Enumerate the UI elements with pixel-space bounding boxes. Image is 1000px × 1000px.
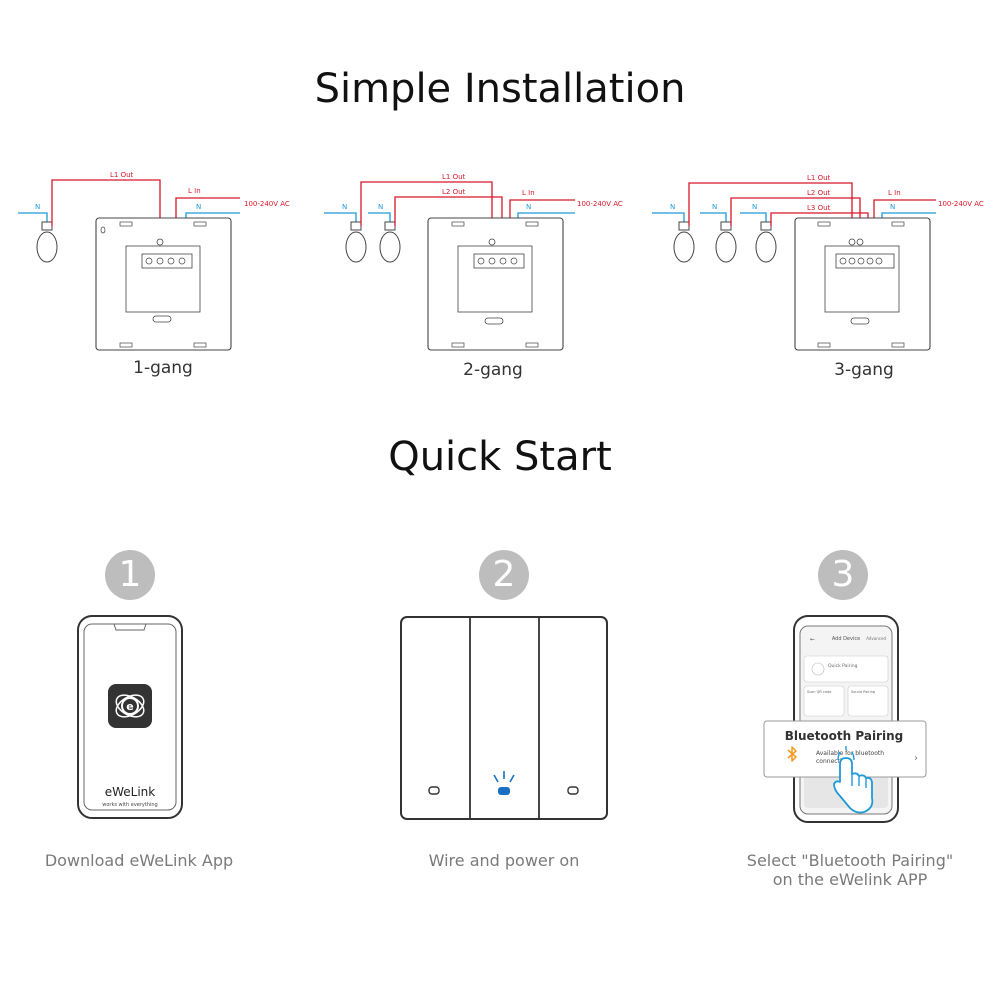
- gang-label-3: 3-gang: [834, 360, 894, 380]
- wall-switch-3-gang-front: [400, 616, 608, 820]
- step-2-caption: Wire and power on: [428, 851, 580, 870]
- l1-out-label: L1 Out: [110, 171, 134, 179]
- quick-start-title: Quick Start: [388, 434, 612, 480]
- sound-pairing-label: Sound Pairing: [851, 690, 875, 694]
- ac-label: 100-240V AC: [577, 200, 623, 208]
- gang-label-1: 1-gang: [133, 358, 193, 378]
- switch-back-3-gang: [794, 217, 931, 351]
- neutral-in-label: N: [890, 203, 895, 211]
- bluetooth-pairing-title: Bluetooth Pairing: [785, 729, 903, 743]
- bulb-icon: [715, 221, 737, 263]
- neutral-label-3a: N: [670, 203, 675, 211]
- l1-out-label: L1 Out: [807, 174, 831, 182]
- l1-out-label: L1 Out: [442, 173, 466, 181]
- l3-out-label: L3 Out: [807, 204, 831, 212]
- bluetooth-desc-line1: Available for bluetooth: [816, 750, 884, 757]
- l-in-label: L In: [888, 189, 901, 197]
- neutral-label-2b: N: [378, 203, 383, 211]
- ac-label: 100-240V AC: [244, 200, 290, 208]
- bulb-icon: [36, 221, 58, 263]
- l-in-label: L In: [188, 187, 201, 195]
- step-3-caption-line1: Select "Bluetooth Pairing": [746, 851, 954, 870]
- bluetooth-desc-line2: connection: [816, 758, 849, 765]
- scan-qr-label: Scan QR code: [807, 690, 831, 694]
- neutral-label-3c: N: [752, 203, 757, 211]
- step-2-badge: 2: [479, 550, 529, 600]
- switch-back-2-gang: [427, 217, 564, 351]
- ewelink-logo-icon: e: [108, 684, 152, 728]
- step-1-caption: Download eWeLink App: [44, 851, 234, 870]
- bulb-icon: [345, 221, 367, 263]
- step-3-badge: 3: [818, 550, 868, 600]
- hand-pointer-icon: [833, 746, 874, 814]
- led-indicator-active: [498, 787, 510, 795]
- step-1-badge: 1: [105, 550, 155, 600]
- wiring-diagram-2-gang: N N L1 Out L2 Out L In 100-240V AC N: [324, 173, 623, 351]
- neutral-label: N: [35, 203, 40, 211]
- ewelink-brand-text: eWeLink: [105, 785, 156, 799]
- l2-out-label: L2 Out: [807, 189, 831, 197]
- bulb-icon: [379, 221, 401, 263]
- step-3-caption-line2: on the eWelink APP: [772, 870, 928, 889]
- ac-label: 100-240V AC: [938, 200, 984, 208]
- wiring-diagram-1-gang: N L1 Out L In 100-240V AC N: [18, 171, 290, 351]
- wiring-diagram-3-gang: N N N L1 Out L2 Out L3 Out L In 100-240V…: [652, 174, 984, 351]
- l2-out-label: L2 Out: [442, 188, 466, 196]
- add-device-header: Add Device: [832, 636, 860, 642]
- led-indicator: [428, 786, 440, 795]
- neutral-label-3b: N: [712, 203, 717, 211]
- step-3-caption: Select "Bluetooth Pairing" on the eWelin…: [700, 851, 1000, 889]
- l-in-label: L In: [522, 189, 535, 197]
- svg-text:←: ←: [810, 636, 815, 643]
- bluetooth-icon: [787, 746, 797, 762]
- neutral-in-label: N: [526, 203, 531, 211]
- installation-title: Simple Installation: [314, 66, 686, 112]
- neutral-label-2a: N: [342, 203, 347, 211]
- gang-label-2: 2-gang: [463, 360, 523, 380]
- bluetooth-pairing-card: Bluetooth Pairing Available for bluetoot…: [763, 720, 927, 778]
- switch-back-1-gang: [95, 217, 232, 351]
- ewelink-tagline: works with everything: [102, 802, 157, 808]
- advanced-link: Advanced: [866, 636, 886, 641]
- svg-text:e: e: [126, 700, 133, 713]
- quick-pairing-label: Quick Pairing: [828, 663, 858, 669]
- neutral-in-label: N: [196, 203, 201, 211]
- led-indicator: [567, 786, 579, 795]
- chevron-right-icon: ›: [914, 753, 918, 764]
- phone-ewelink-illustration: e eWeLink works with everything: [77, 615, 183, 819]
- bulb-icon: [673, 221, 695, 263]
- bulb-icon: [755, 221, 777, 263]
- phone-bluetooth-pairing-illustration: ← Add Device Advanced Quick Pairing Scan…: [763, 615, 927, 823]
